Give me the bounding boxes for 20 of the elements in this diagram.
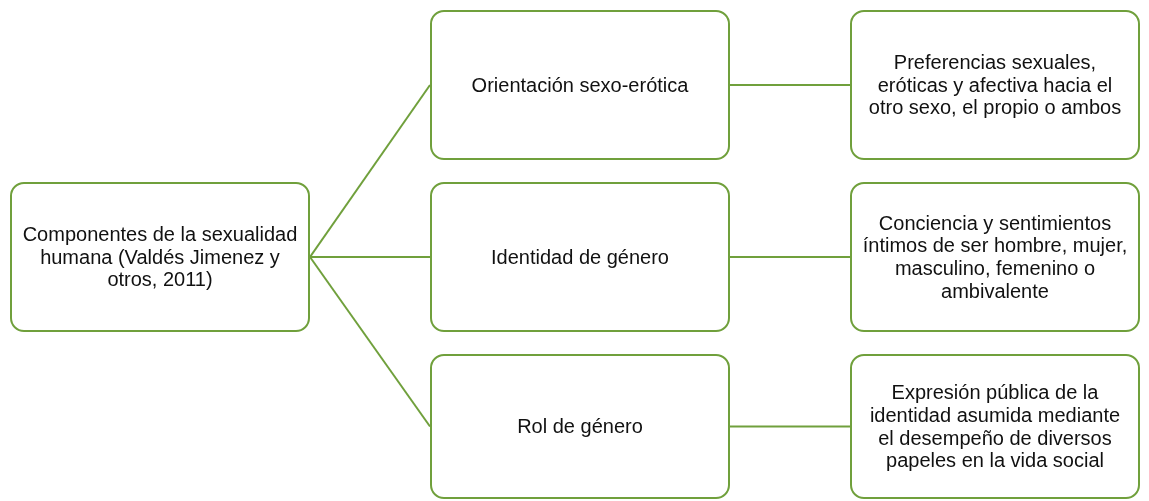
box-text: Componentes de la sexualidad humana (Valdés Jimenez y otros, 2011) [22, 223, 298, 291]
box-text: Orientación sexo-erótica [471, 73, 689, 97]
connector-line [309, 256, 431, 258]
rounded-box [850, 354, 1140, 499]
rounded-box [430, 354, 730, 499]
rounded-box [850, 182, 1140, 332]
box-text: Identidad de género [491, 245, 669, 269]
connector-line [729, 425, 851, 428]
connector-line [729, 256, 851, 258]
rounded-box [850, 10, 1140, 160]
box-text: Preferencias sexuales, eróticas y afectiva hacia el otro sexo, el propio o ambos [867, 51, 1123, 119]
connector-line [309, 84, 431, 258]
rounded-box [430, 10, 730, 160]
box-text: Conciencia y sentimientos íntimos de ser hombre, mujer, masculino, femenino o ambivalente [862, 211, 1128, 303]
box-text: Rol de género [517, 415, 643, 438]
box-text: Expresión pública de la identidad asumida mediante el desempeño de diversos papeles en la vida social [868, 381, 1122, 472]
connector-line [309, 256, 431, 428]
connector-line [729, 84, 851, 86]
rounded-box [430, 182, 730, 332]
rounded-box [10, 182, 310, 332]
